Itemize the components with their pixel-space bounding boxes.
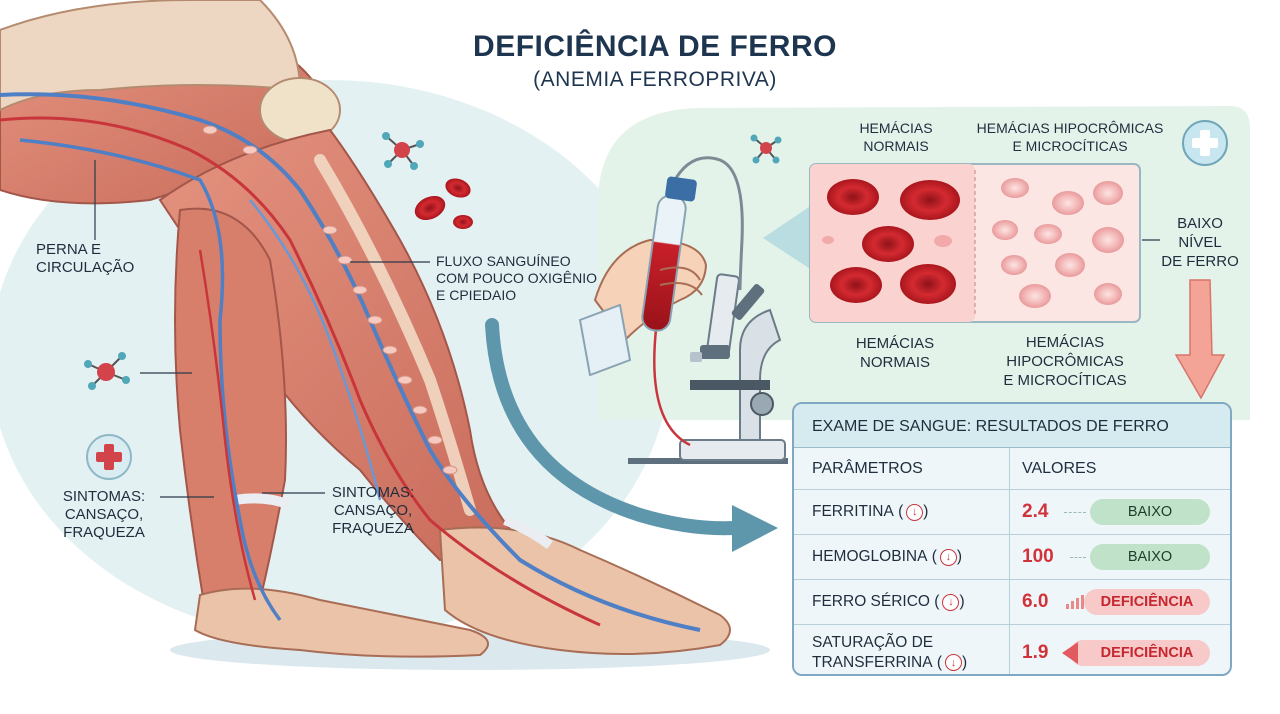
label-symptoms-mid: SINTOMAS: CANSAÇO, FRAQUEZA: [331, 484, 415, 537]
down-arrow-icon: ↓: [939, 548, 957, 566]
parameter-value: 1.9: [1022, 642, 1049, 663]
label-hypochromic-cells-top: HEMÁCIAS HIPOCRÔMICAS E MICROCÍTICAS: [976, 120, 1164, 154]
status-badge: BAIXO: [1090, 544, 1210, 570]
down-arrow-icon: [1174, 279, 1226, 400]
column-header-values: VALORES: [1022, 459, 1097, 477]
table-row: HEMOGLOBINA (↓) 100 BAIXO: [794, 535, 1230, 580]
label-hypochromic-cells-bottom: HEMÁCIAS HIPOCRÔMICAS E MICROCÍTICAS: [1003, 334, 1127, 389]
parameter-name: SATURAÇÃO DE TRANSFERRINA: [812, 634, 934, 671]
parameter-name: FERRITINA: [812, 503, 894, 520]
column-header-parameters: PARÂMETROS: [812, 459, 923, 477]
molecule-icon: [750, 134, 782, 164]
down-arrow-icon: ↓: [906, 503, 924, 521]
down-arrow-icon: ↓: [945, 654, 963, 672]
down-arrow-icon: ↓: [942, 593, 960, 611]
status-badge: DEFICIÊNCIA: [1070, 640, 1210, 666]
leg-illustration: [0, 0, 731, 658]
pale-microcytic-cells: [992, 178, 1124, 308]
parameter-value: 2.4: [1022, 501, 1049, 522]
parameter-value: 6.0: [1022, 591, 1049, 612]
label-normal-cells-bottom: HEMÁCIAS NORMAIS: [855, 335, 935, 371]
page-subtitle: (ANEMIA FERROPRIVA): [533, 68, 777, 91]
red-blood-cell-icon: [414, 178, 473, 229]
medical-cross-icon: [1182, 120, 1228, 166]
label-low-iron: BAIXO NÍVEL DE FERRO: [1161, 215, 1239, 270]
table-row: FERRITINA (↓) 2.4 BAIXO: [794, 490, 1230, 535]
parameter-name: FERRO SÉRICO: [812, 593, 930, 610]
results-heading: EXAME DE SANGUE: RESULTADOS DE FERRO: [794, 404, 1230, 448]
blood-test-results-card: EXAME DE SANGUE: RESULTADOS DE FERRO PAR…: [792, 402, 1232, 676]
parameter-name: HEMOGLOBINA: [812, 548, 928, 565]
molecule-icon: [382, 132, 424, 170]
normal-red-blood-cells: [822, 179, 960, 304]
test-tube-icon: [578, 176, 708, 377]
results-table: PARÂMETROS VALORES FERRITINA (↓) 2.4 BAI…: [794, 448, 1230, 674]
status-badge: DEFICIÊNCIA: [1084, 589, 1210, 615]
bars-icon: [1066, 595, 1084, 609]
label-normal-cells-top: HEMÁCIAS NORMAIS: [859, 120, 933, 154]
molecule-icon: [84, 352, 130, 390]
label-symptoms-left: SINTOMAS: CANSAÇO, FRAQUEZA: [62, 488, 146, 541]
status-badge: BAIXO: [1090, 499, 1210, 525]
table-row: FERRO SÉRICO (↓) 6.0 DEFICIÊNCIA: [794, 580, 1230, 625]
flow-arrow: [485, 318, 742, 536]
table-row: SATURAÇÃO DE TRANSFERRINA (↓) 1.9 DEFICI…: [794, 625, 1230, 674]
label-leg: PERNA E CIRCULAÇÃO: [36, 241, 135, 276]
label-flow: FLUXO SANGUÍNEO COM POUCO OXIGÊNIO E CPI…: [436, 253, 598, 303]
medical-cross-icon: [86, 434, 132, 480]
cell-comparison-panel: [763, 163, 1141, 323]
table-header-row: PARÂMETROS VALORES: [794, 448, 1230, 490]
parameter-value: 100: [1022, 546, 1054, 567]
arrow-left-icon: [1062, 642, 1078, 664]
microscope-icon: [628, 273, 788, 464]
page-title: DEFICIÊNCIA DE FERRO: [473, 30, 837, 63]
